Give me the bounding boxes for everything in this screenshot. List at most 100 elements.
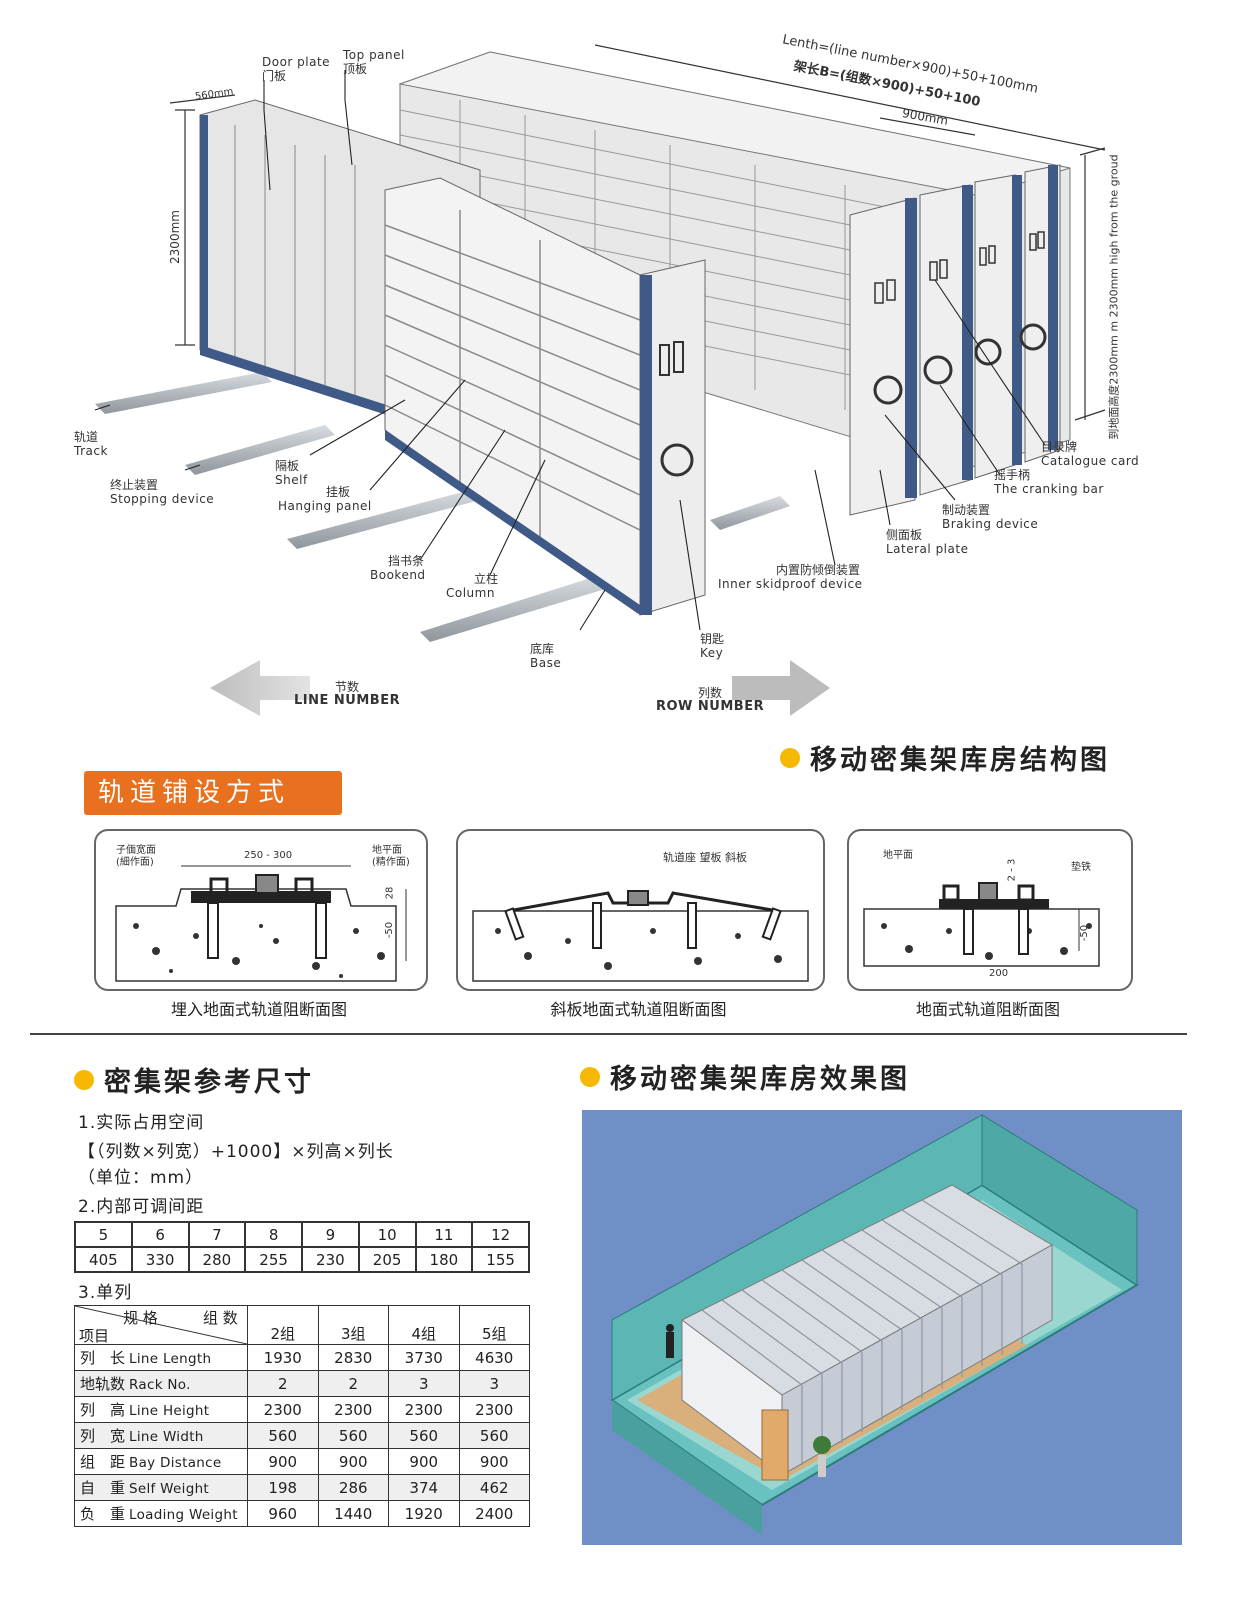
ref-line-2: 【（列数×列宽）+1000】×列高×列长 bbox=[78, 1142, 394, 1162]
p1-label-b: 地平面(精作面) bbox=[372, 845, 410, 868]
spacing-header-cell: 8 bbox=[244, 1221, 303, 1248]
p2-label-a: 轨道座 望板 斜板 bbox=[663, 851, 747, 864]
spacing-value-cell: 255 bbox=[244, 1246, 303, 1273]
spec-row-label-en: Line Length bbox=[129, 1351, 212, 1367]
render-shelves bbox=[681, 1184, 1053, 1476]
spec-value-cell: 2 bbox=[247, 1370, 319, 1397]
spec-value-cell: 2300 bbox=[458, 1396, 530, 1423]
spec-value-cell: 1920 bbox=[388, 1500, 460, 1527]
spec-header-row: 规 格 组 数 项目 2组 3组 4组 5组 bbox=[74, 1305, 530, 1345]
spacing-header-cell: 10 bbox=[357, 1221, 417, 1248]
bullet-icon bbox=[780, 747, 800, 768]
spec-row-label-cn: 列 长 bbox=[80, 1349, 126, 1367]
caption-ramp: 斜板地面式轨道阻断面图 bbox=[550, 1000, 727, 1019]
spec-row-label-cn: 列 宽 bbox=[80, 1427, 126, 1445]
spec-value-cell: 560 bbox=[388, 1422, 460, 1449]
render-person bbox=[666, 1332, 674, 1358]
spec-row-label-en: Line Width bbox=[129, 1429, 204, 1445]
spec-col-header: 5组 bbox=[458, 1305, 530, 1345]
spec-header-group: 组 数 bbox=[203, 1309, 238, 1327]
spacing-header-cell: 6 bbox=[130, 1221, 190, 1248]
spec-value-cell: 560 bbox=[458, 1422, 530, 1449]
spec-value-cell: 3 bbox=[458, 1370, 530, 1397]
structure-diagram bbox=[94, 44, 1106, 716]
spec-header-corner: 规 格 组 数 项目 bbox=[74, 1305, 248, 1345]
p3-label-a: 地平面 bbox=[883, 850, 913, 861]
spec-value-cell: 900 bbox=[317, 1448, 389, 1475]
render-title: 移动密集架库房效果图 bbox=[580, 1057, 910, 1096]
spacing-value-cell: 155 bbox=[471, 1246, 530, 1273]
surface-track-drawing bbox=[863, 882, 1100, 967]
ref-line-5: 3.单列 bbox=[78, 1283, 133, 1303]
spec-row-label-en: Line Height bbox=[129, 1403, 210, 1419]
ramp-track-drawing bbox=[472, 890, 809, 982]
p3-dim-depth: -50 bbox=[1079, 924, 1091, 942]
spacing-header-cell: 5 bbox=[74, 1221, 133, 1248]
ref-line-1: 1.实际占用空间 bbox=[78, 1113, 205, 1133]
embedded-track-drawing bbox=[115, 865, 407, 982]
track-panel-ramp: 轨道座 望板 斜板 bbox=[456, 829, 825, 991]
diagonal-line bbox=[75, 1306, 247, 1344]
spec-value-cell: 2300 bbox=[388, 1396, 460, 1423]
spec-value-cell: 900 bbox=[388, 1448, 460, 1475]
spacing-value-cell: 205 bbox=[357, 1246, 417, 1273]
spacing-value-cell: 330 bbox=[130, 1246, 190, 1273]
spacing-header-cell: 9 bbox=[301, 1221, 360, 1248]
p1-label-a: 子偭宽面(細作面) bbox=[116, 845, 156, 868]
p1-dim-side: 28 bbox=[384, 886, 396, 900]
render-plant bbox=[813, 1436, 831, 1454]
spec-value-cell: 1440 bbox=[317, 1500, 389, 1527]
spec-value-cell: 4630 bbox=[458, 1344, 530, 1371]
label-height-dim-left: 2300mm bbox=[167, 210, 182, 264]
spec-value-cell: 900 bbox=[458, 1448, 530, 1475]
dimension-lines bbox=[169, 44, 1106, 421]
spec-row-label-cn: 组 距 bbox=[80, 1453, 126, 1471]
track-panel-surface: 地平面 垫铁 2 - 3 200 -50 bbox=[847, 829, 1133, 991]
spec-header-item: 项目 bbox=[79, 1327, 110, 1345]
tracks bbox=[95, 372, 790, 642]
spec-row-label-en: Loading Weight bbox=[129, 1507, 238, 1523]
structure-title: 移动密集架库房结构图 bbox=[780, 738, 1110, 777]
spec-value-cell: 2300 bbox=[317, 1396, 389, 1423]
open-rack bbox=[384, 177, 706, 616]
bullet-icon bbox=[580, 1066, 600, 1087]
track-banner: 轨道铺设方式 bbox=[84, 771, 342, 815]
spacing-value-cell: 280 bbox=[187, 1246, 247, 1273]
spec-row-label-cn: 地轨数 bbox=[80, 1375, 126, 1393]
spec-col-header: 2组 bbox=[247, 1305, 319, 1345]
spec-col-header: 4组 bbox=[388, 1305, 460, 1345]
spec-value-cell: 198 bbox=[247, 1474, 319, 1501]
spacing-header-cell: 12 bbox=[471, 1221, 530, 1248]
spec-value-cell: 2 bbox=[317, 1370, 389, 1397]
p1-dim-top: 250 - 300 bbox=[244, 850, 293, 861]
p3-label-b: 垫铁 bbox=[1071, 862, 1091, 873]
spec-row-label-en: Bay Distance bbox=[129, 1455, 222, 1471]
spec-value-cell: 3 bbox=[388, 1370, 460, 1397]
render-door bbox=[761, 1409, 789, 1481]
warehouse-render bbox=[582, 1110, 1182, 1545]
p3-dim-top: 2 - 3 bbox=[1006, 858, 1018, 882]
